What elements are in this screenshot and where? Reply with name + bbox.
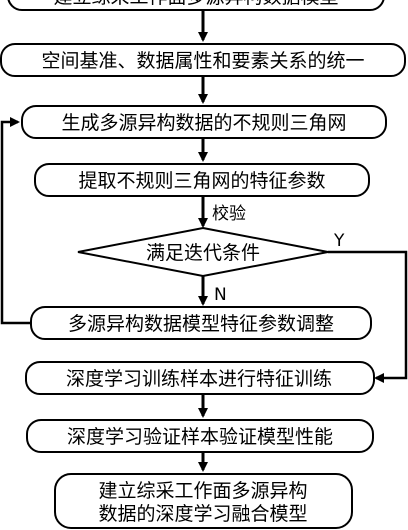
node-train-samples: 深度学习训练样本进行特征训练 <box>25 361 375 395</box>
node-fusion-model-line2: 数据的深度学习融合模型 <box>98 503 307 525</box>
node-extract-params-label: 提取不规则三角网的特征参数 <box>78 170 325 192</box>
node-generate-tin-label: 生成多源异构数据的不规则三角网 <box>61 112 346 134</box>
node-validate-model-label: 深度学习验证样本验证模型性能 <box>67 426 333 448</box>
edge-label-no: N <box>214 285 227 305</box>
node-adjust-params: 多源异构数据模型特征参数调整 <box>30 306 372 340</box>
node-unify-reference-label: 空间基准、数据属性和要素关系的统一 <box>41 50 364 72</box>
node-unify-reference: 空间基准、数据属性和要素关系的统一 <box>0 43 406 77</box>
decision-iteration-condition: 满足迭代条件 <box>77 226 329 278</box>
node-extract-params: 提取不规则三角网的特征参数 <box>34 163 370 197</box>
node-build-data-model: 建立综采工作面多源异构数据模型 <box>7 0 385 11</box>
decision-label: 满足迭代条件 <box>146 242 260 264</box>
node-build-data-model-label: 建立综采工作面多源异构数据模型 <box>53 0 338 8</box>
edge-label-yes: Y <box>333 231 345 251</box>
node-adjust-params-label: 多源异构数据模型特征参数调整 <box>68 313 334 335</box>
node-train-samples-label: 深度学习训练样本进行特征训练 <box>66 368 332 390</box>
node-fusion-model-line1: 建立综采工作面多源异构 <box>98 480 307 502</box>
edge-label-verify: 校验 <box>212 204 246 224</box>
node-generate-tin: 生成多源异构数据的不规则三角网 <box>21 105 387 139</box>
node-fusion-model: 建立综采工作面多源异构 数据的深度学习融合模型 <box>54 473 353 529</box>
arrow-feedback-loop <box>0 117 31 325</box>
node-validate-model: 深度学习验证样本验证模型性能 <box>26 419 374 453</box>
arrow-yes-branch <box>328 250 408 383</box>
